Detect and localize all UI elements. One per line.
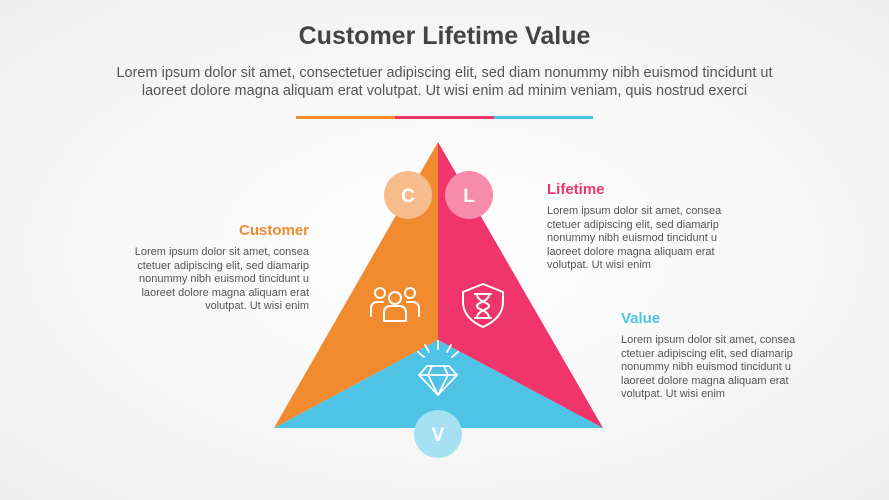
value-letter-circle: V bbox=[414, 410, 462, 458]
value-section: Value Lorem ipsum dolor sit amet, consea… bbox=[621, 310, 841, 402]
value-description: Lorem ipsum dolor sit amet, consea ctetu… bbox=[621, 334, 841, 402]
customer-letter: C bbox=[401, 186, 415, 207]
lifetime-line: nonummy nibh euismod tincidunt u bbox=[547, 232, 717, 244]
subtitle-line-2: laoreet dolore magna aliquam erat volutp… bbox=[141, 83, 748, 99]
value-line: laoreet dolore magna aliquam erat bbox=[621, 374, 789, 387]
customer-line: ctetuer adipiscing elit, sed diamarip bbox=[137, 259, 309, 272]
title-underline-pink bbox=[395, 116, 494, 119]
title-underline-orange bbox=[296, 116, 395, 119]
page-title: Customer Lifetime Value bbox=[298, 22, 591, 50]
lifetime-line: laoreet dolore magna aliquam erat bbox=[547, 245, 715, 258]
customer-line: nonummy nibh euismod tincidunt u bbox=[139, 273, 309, 285]
hourglass-shield-icon bbox=[462, 283, 504, 328]
customer-section: Customer Lorem ipsum dolor sit amet, con… bbox=[95, 222, 309, 314]
value-heading: Value bbox=[621, 310, 661, 327]
customer-description: Lorem ipsum dolor sit amet, consea ctetu… bbox=[95, 246, 309, 314]
customer-line: laoreet dolore magna aliquam erat bbox=[141, 286, 309, 299]
lifetime-description: Lorem ipsum dolor sit amet, consea ctetu… bbox=[547, 205, 767, 273]
value-segment bbox=[274, 340, 603, 428]
title-underline-blue bbox=[494, 116, 593, 119]
lifetime-line: volutpat. Ut wisi enim bbox=[547, 259, 651, 271]
value-line: Lorem ipsum dolor sit amet, consea bbox=[621, 334, 796, 346]
value-line: ctetuer adipiscing elit, sed diamarip bbox=[621, 347, 793, 360]
people-group-icon bbox=[370, 287, 420, 322]
lifetime-line: ctetuer adipiscing elit, sed diamarip bbox=[547, 218, 719, 231]
lifetime-letter: L bbox=[463, 186, 475, 207]
customer-heading: Customer bbox=[238, 222, 309, 239]
lifetime-line: Lorem ipsum dolor sit amet, consea bbox=[547, 205, 722, 217]
value-line: volutpat. Ut wisi enim bbox=[621, 388, 725, 400]
lifetime-section: Lifetime Lorem ipsum dolor sit amet, con… bbox=[547, 181, 767, 273]
lifetime-heading: Lifetime bbox=[547, 181, 605, 198]
customer-line: Lorem ipsum dolor sit amet, consea bbox=[134, 246, 309, 258]
subtitle-line-1: Lorem ipsum dolor sit amet, consectetuer… bbox=[116, 65, 773, 81]
value-letter: V bbox=[432, 425, 445, 446]
diamond-icon bbox=[417, 340, 459, 396]
customer-letter-circle: C bbox=[384, 171, 432, 219]
lifetime-letter-circle: L bbox=[445, 171, 493, 219]
page-subtitle: Lorem ipsum dolor sit amet, consectetuer… bbox=[54, 64, 835, 100]
value-line: nonummy nibh euismod tincidunt u bbox=[621, 361, 791, 373]
customer-line: volutpat. Ut wisi enim bbox=[205, 300, 309, 312]
